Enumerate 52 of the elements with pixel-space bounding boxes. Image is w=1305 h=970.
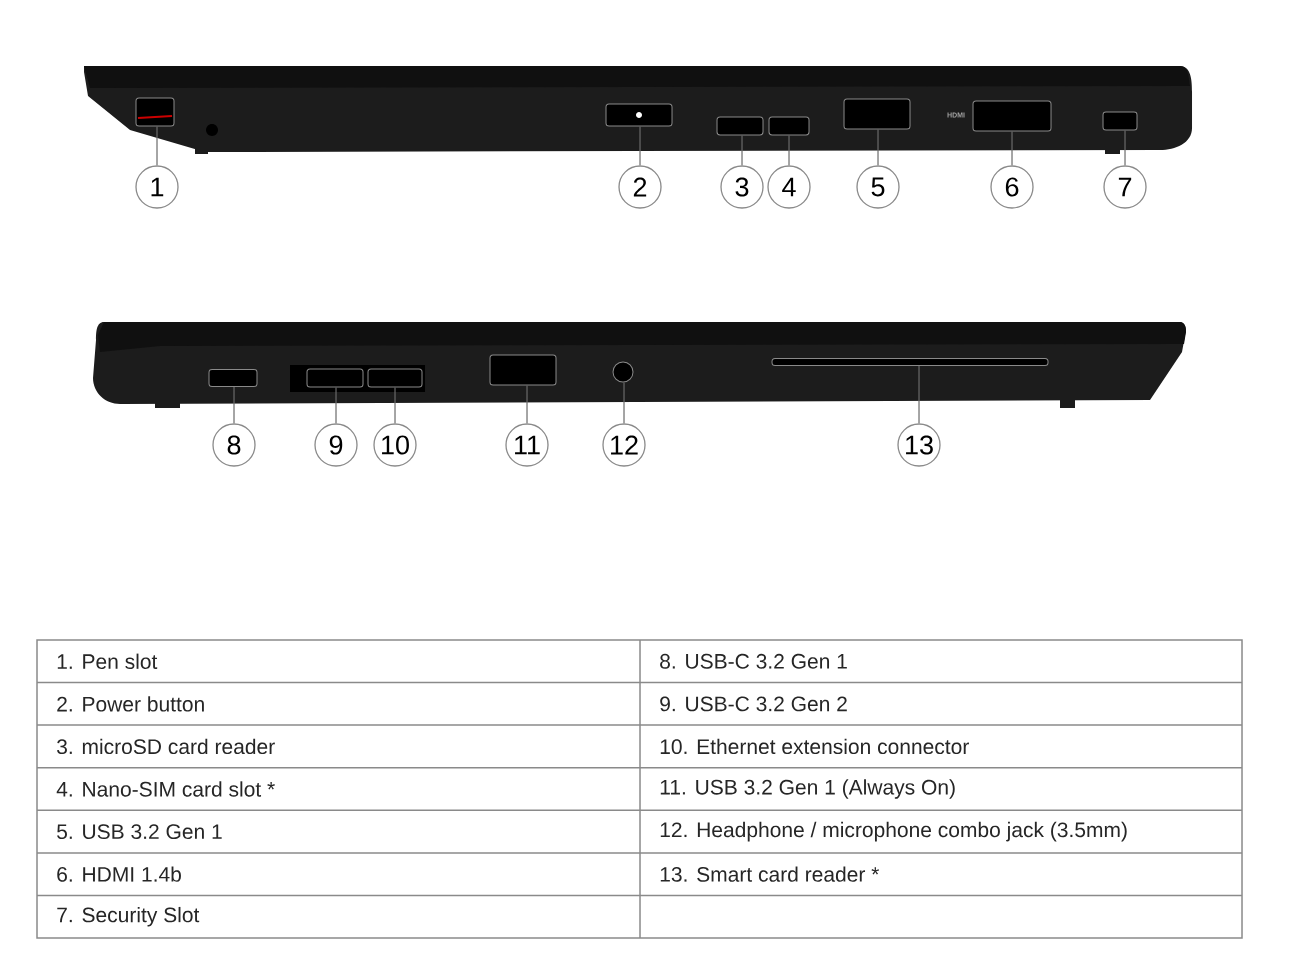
- part-description: 3. microSD card reader: [57, 738, 275, 755]
- part-description: 2. Power button: [57, 696, 204, 712]
- callout-number: 10: [373, 423, 417, 467]
- callout-number: 7: [1103, 165, 1147, 209]
- part-description: 13. Smart card reader *: [660, 866, 880, 882]
- leader-line: [788, 134, 790, 166]
- card-slot: [768, 116, 810, 136]
- callout-number: 9: [314, 423, 358, 467]
- ethernet-port: [367, 368, 423, 388]
- lock-slot: [1102, 111, 1138, 131]
- usb-port: [843, 98, 911, 130]
- hdmi-port: [972, 100, 1052, 132]
- callout-number: 12: [602, 423, 646, 467]
- usb-port: [489, 354, 557, 386]
- callout-number: 11: [505, 423, 549, 467]
- usb-c-port: [208, 369, 258, 387]
- callout-number: 4: [767, 165, 811, 209]
- callout-number: 8: [212, 423, 256, 467]
- leader-line: [741, 134, 743, 166]
- callout-number: 1: [135, 165, 179, 209]
- part-description: 8. USB-C 3.2 Gen 1: [660, 653, 847, 669]
- part-description: 1. Pen slot: [57, 653, 158, 669]
- usb-c-port: [306, 368, 364, 388]
- leader-line: [526, 384, 528, 424]
- callout-number: 6: [990, 165, 1034, 209]
- part-description: 10. Ethernet extension connector: [660, 738, 969, 755]
- leader-line: [1124, 129, 1126, 166]
- leader-line: [639, 125, 641, 166]
- leader-line: [233, 386, 235, 424]
- part-description: 11. USB 3.2 Gen 1 (Always On): [660, 779, 955, 799]
- card-slot: [716, 116, 764, 136]
- leader-line: [335, 386, 337, 424]
- leader-line: [877, 128, 879, 166]
- pen-slot: [135, 97, 175, 127]
- callout-number: 3: [720, 165, 764, 209]
- callout-number: 2: [618, 165, 662, 209]
- card-slot: [771, 358, 1049, 366]
- part-description: 9. USB-C 3.2 Gen 2: [660, 696, 847, 712]
- leader-line: [156, 125, 158, 166]
- callout-number: 13: [897, 423, 941, 467]
- part-description: 6. HDMI 1.4b: [57, 866, 181, 882]
- audio-jack: [612, 361, 634, 383]
- part-description: 5. USB 3.2 Gen 1: [57, 824, 222, 840]
- part-description: 4. Nano-SIM card slot *: [56, 781, 275, 797]
- leader-line: [918, 365, 920, 424]
- callout-number: 5: [856, 165, 900, 209]
- part-description: 12. Headphone / microphone combo jack (3.5mm): [660, 821, 1127, 842]
- part-description: 7. Security Slot: [57, 906, 200, 927]
- leader-line: [623, 381, 625, 424]
- leader-line: [394, 386, 396, 424]
- power-button: [605, 103, 673, 127]
- leader-line: [1011, 130, 1013, 166]
